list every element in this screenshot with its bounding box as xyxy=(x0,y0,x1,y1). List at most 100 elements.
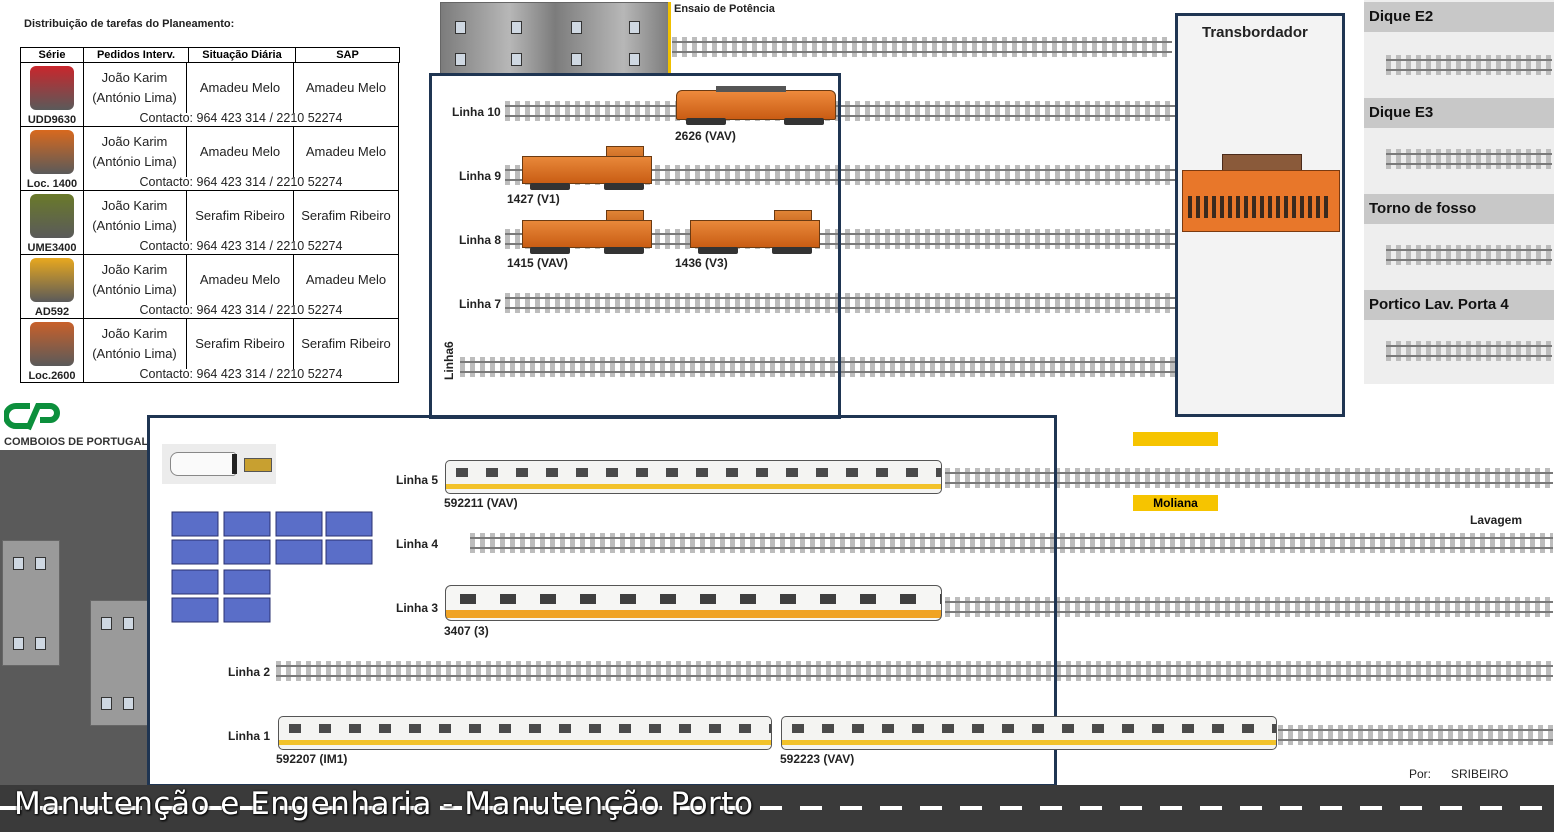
vehicle-label-3407: 3407 (3) xyxy=(444,624,489,638)
situacao-cell: Amadeu Melo xyxy=(187,127,294,177)
author-name: SRIBEIRO xyxy=(1451,767,1509,781)
pedidos-name: João Karim xyxy=(101,134,168,149)
table-row: Loc.2600 João Karim (António Lima) Seraf… xyxy=(20,319,399,383)
track-linha6 xyxy=(460,354,1175,380)
contact-cell: Contacto: 964 423 314 / 2210 52274 xyxy=(139,175,343,189)
locomotive-1427[interactable] xyxy=(522,146,652,190)
sap-cell: Serafim Ribeiro xyxy=(301,208,391,223)
building-icon xyxy=(2,540,60,666)
moliana-marker xyxy=(1133,432,1218,446)
train-thumbnail-icon xyxy=(30,194,74,238)
lavagem-label: Lavagem xyxy=(1470,513,1523,527)
train-thumbnail-icon xyxy=(30,66,74,110)
situacao-cell: Serafim Ribeiro xyxy=(187,191,294,241)
header-situacao: Situação Diária xyxy=(188,47,296,63)
author-prefix: Por: xyxy=(1409,767,1432,781)
track-ensaio xyxy=(672,34,1172,60)
contact-cell: Contacto: 964 423 314 / 2210 52274 xyxy=(139,239,343,253)
transbordador-icon xyxy=(1182,154,1340,232)
portico-label: Portico Lav. Porta 4 xyxy=(1364,290,1554,320)
track-label-linha2: Linha 2 xyxy=(228,665,271,679)
vehicle-label-592207: 592207 (IM1) xyxy=(276,752,348,766)
track-portico xyxy=(1386,338,1552,364)
track-label-linha8: Linha 8 xyxy=(459,233,502,247)
series-cell: UDD9630 xyxy=(21,63,84,126)
series-cell: Loc.2600 xyxy=(21,319,84,382)
vehicle-label-2626: 2626 (VAV) xyxy=(675,129,736,143)
footer-title: Manutenção e Engenharia - Manutenção Por… xyxy=(14,786,754,822)
track-label-ensaio: Ensaio de Potência xyxy=(674,3,775,15)
track-label-linha7: Linha 7 xyxy=(459,297,502,311)
train-thumbnail-icon xyxy=(30,322,74,366)
pallets-icon xyxy=(170,508,376,626)
track-dique-e2 xyxy=(1386,52,1552,78)
pedidos-alt: (António Lima) xyxy=(92,346,177,361)
planning-table: Série Pedidos Interv. Situação Diária SA… xyxy=(20,47,400,63)
track-linha3 xyxy=(945,594,1553,620)
train-thumbnail-icon xyxy=(30,258,74,302)
track-linha5 xyxy=(945,465,1553,491)
track-linha4 xyxy=(470,530,1553,556)
table-row: UME3400 João Karim (António Lima) Serafi… xyxy=(20,191,399,255)
series-label: AD592 xyxy=(34,306,70,318)
table-row: Loc. 1400 João Karim (António Lima) Amad… xyxy=(20,127,399,191)
locomotive-1436[interactable] xyxy=(690,210,820,254)
contact-cell: Contacto: 964 423 314 / 2210 52274 xyxy=(139,367,343,381)
contact-cell: Contacto: 964 423 314 / 2210 52274 xyxy=(139,303,343,317)
series-label: Loc.2600 xyxy=(28,370,76,382)
dique-e2-label: Dique E2 xyxy=(1364,2,1554,32)
pedidos-name: João Karim xyxy=(101,326,168,341)
pedidos-name: João Karim xyxy=(101,262,168,277)
pedidos-cell: João Karim (António Lima) xyxy=(83,127,187,177)
pedidos-alt: (António Lima) xyxy=(92,154,177,169)
header-serie: Série xyxy=(20,47,84,63)
series-cell: Loc. 1400 xyxy=(21,127,84,190)
pedidos-alt: (António Lima) xyxy=(92,282,177,297)
vehicle-label-1415: 1415 (VAV) xyxy=(507,256,568,270)
pedidos-cell: João Karim (António Lima) xyxy=(83,319,187,369)
series-label: Loc. 1400 xyxy=(26,178,78,190)
table-header-row: Série Pedidos Interv. Situação Diária SA… xyxy=(20,47,400,63)
locomotive-2626[interactable] xyxy=(676,86,836,126)
track-label-linha10: Linha 10 xyxy=(452,105,501,119)
track-label-linha3: Linha 3 xyxy=(396,601,439,615)
series-label: UME3400 xyxy=(27,242,77,254)
service-van-icon xyxy=(162,444,276,484)
track-label-linha6: Linha6 xyxy=(442,341,456,380)
sap-cell: Amadeu Melo xyxy=(305,144,387,159)
contact-cell: Contacto: 964 423 314 / 2210 52274 xyxy=(139,111,343,125)
footer-road xyxy=(0,785,1554,832)
header-pedidos: Pedidos Interv. xyxy=(83,47,189,63)
door-marker xyxy=(668,2,671,74)
sap-cell: Amadeu Melo xyxy=(305,272,387,287)
train-592223[interactable] xyxy=(781,716,1277,750)
train-592211[interactable] xyxy=(445,460,942,494)
pedidos-cell: João Karim (António Lima) xyxy=(83,255,187,305)
series-label: UDD9630 xyxy=(27,114,77,126)
locomotive-1415[interactable] xyxy=(522,210,652,254)
train-3407[interactable] xyxy=(445,585,942,621)
pedidos-alt: (António Lima) xyxy=(92,218,177,233)
table-row: AD592 João Karim (António Lima) Amadeu M… xyxy=(20,255,399,319)
pedidos-cell: João Karim (António Lima) xyxy=(83,191,187,241)
transbordador-label: Transbordador xyxy=(1202,24,1308,41)
track-linha1 xyxy=(1278,722,1553,748)
track-label-linha4: Linha 4 xyxy=(396,537,439,551)
track-label-linha9: Linha 9 xyxy=(459,169,502,183)
train-thumbnail-icon xyxy=(30,130,74,174)
pedidos-name: João Karim xyxy=(101,198,168,213)
workshop-building-icon xyxy=(440,2,670,76)
sap-cell: Serafim Ribeiro xyxy=(301,336,391,351)
train-592207[interactable] xyxy=(278,716,772,750)
header-sap: SAP xyxy=(295,47,400,63)
vehicle-label-592211: 592211 (VAV) xyxy=(444,496,518,510)
track-label-linha5: Linha 5 xyxy=(396,473,439,487)
cp-logo-text: COMBOIOS DE PORTUGAL xyxy=(4,436,149,448)
torno-label: Torno de fosso xyxy=(1364,194,1554,224)
vehicle-label-592223: 592223 (VAV) xyxy=(780,752,855,766)
pedidos-name: João Karim xyxy=(101,70,168,85)
series-cell: UME3400 xyxy=(21,191,84,254)
vehicle-label-1436: 1436 (V3) xyxy=(675,256,728,270)
sap-cell: Amadeu Melo xyxy=(305,80,387,95)
planning-title: Distribuição de tarefas do Planeamento: xyxy=(24,18,235,30)
